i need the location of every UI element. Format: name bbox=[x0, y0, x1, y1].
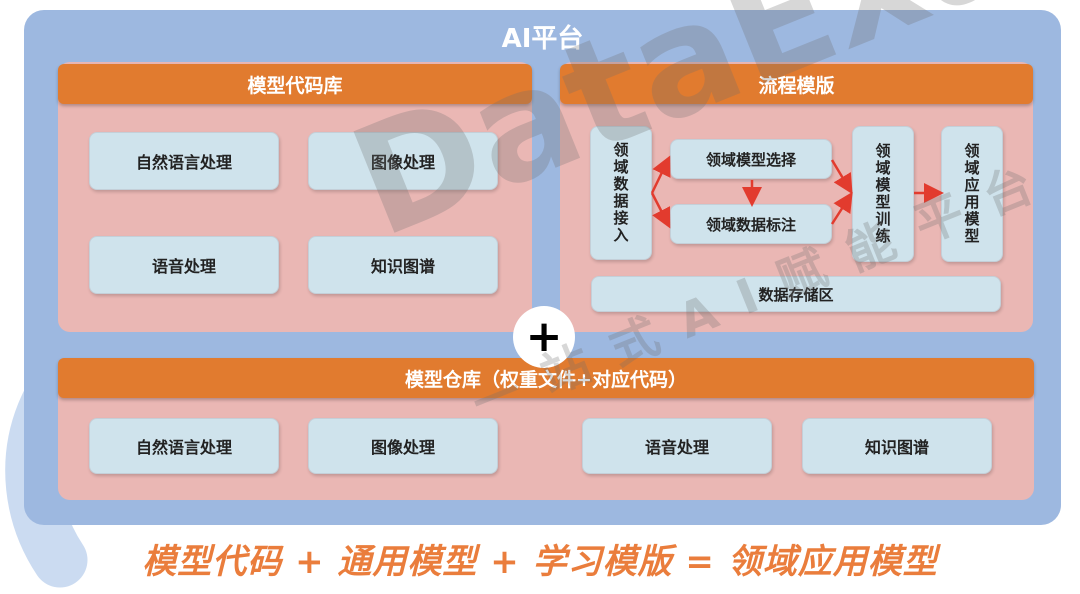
domain-data-label-box: 领域数据标注 bbox=[670, 204, 832, 244]
code-lib-nlp-box: 自然语言处理 bbox=[89, 132, 279, 190]
code-lib-speech-box: 语音处理 bbox=[89, 236, 279, 294]
formula-text: 模型代码 + 通用模型 + 学习模版 = 领域应用模型 bbox=[142, 542, 938, 582]
domain-model-train-box: 领域模型训练 bbox=[852, 126, 914, 262]
code-lib-image-box: 图像处理 bbox=[308, 132, 498, 190]
code-lib-kg-box: 知识图谱 bbox=[308, 236, 498, 294]
data-storage-box: 数据存储区 bbox=[591, 276, 1001, 312]
process-template-header: 流程模版 bbox=[560, 64, 1033, 104]
model-warehouse-header: 模型仓库（权重文件+对应代码） bbox=[58, 358, 1034, 398]
plus-sign: + bbox=[513, 306, 575, 368]
platform-title: AI平台 bbox=[501, 24, 584, 54]
warehouse-kg-box: 知识图谱 bbox=[802, 418, 992, 474]
warehouse-speech-box: 语音处理 bbox=[582, 418, 772, 474]
domain-data-ingest-box: 领域数据接入 bbox=[590, 126, 652, 260]
warehouse-nlp-box: 自然语言处理 bbox=[89, 418, 279, 474]
code-library-header: 模型代码库 bbox=[58, 64, 532, 104]
domain-model-select-box: 领域模型选择 bbox=[670, 139, 832, 179]
warehouse-image-box: 图像处理 bbox=[308, 418, 498, 474]
